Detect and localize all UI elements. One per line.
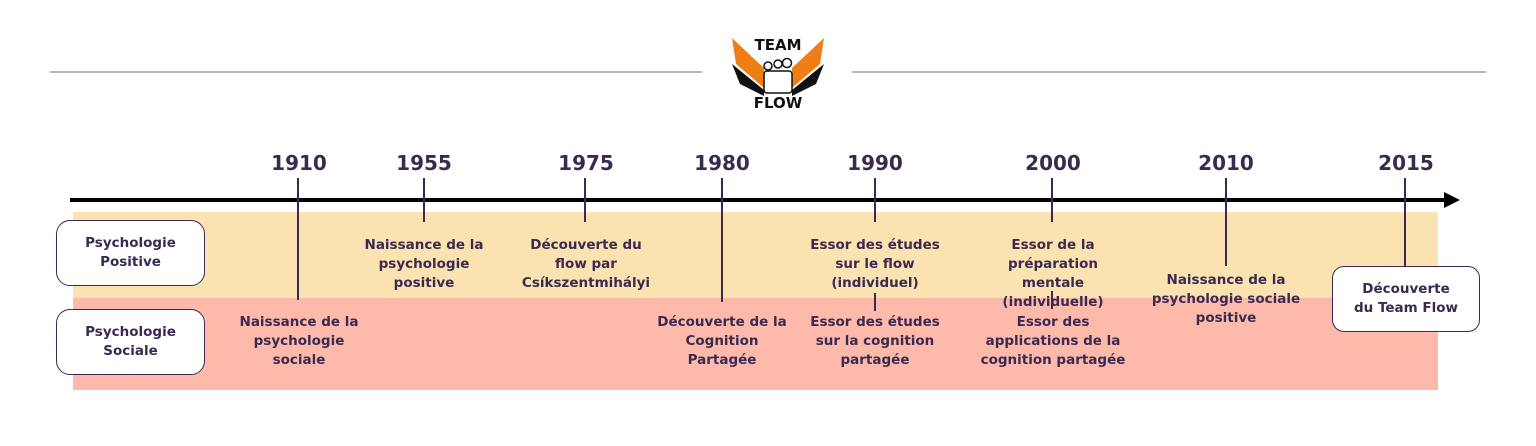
social-band — [73, 298, 1438, 390]
arrow-head-icon — [1444, 192, 1460, 208]
team-flow-logo: TEAM FLOW — [728, 34, 828, 112]
year-1980: 1980 — [694, 151, 750, 175]
event-2000-social-text: Essor des applications de la cognition p… — [980, 314, 1126, 368]
year-1975: 1975 — [558, 151, 614, 175]
event-2015-text: Découverte du Team Flow — [1353, 281, 1459, 316]
event-1980-text: Découverte de la Cognition Partagée — [657, 314, 787, 368]
category-label: Psychologie Sociale — [85, 324, 176, 359]
year-1955: 1955 — [396, 151, 452, 175]
tick-1975 — [584, 178, 586, 222]
tick-2000-connector — [1051, 291, 1053, 309]
tick-1980 — [721, 178, 723, 302]
tick-1990-connector — [874, 293, 876, 311]
header-line-right — [852, 71, 1486, 73]
year-1990: 1990 — [847, 151, 903, 175]
event-2015-box: Découverte du Team Flow — [1332, 266, 1480, 332]
year-2015: 2015 — [1378, 151, 1434, 175]
tick-1955 — [423, 178, 425, 222]
svg-text:TEAM: TEAM — [754, 36, 801, 54]
category-positive: Psychologie Positive — [56, 220, 205, 286]
event-1990-social-text: Essor des études sur la cognition partag… — [810, 314, 940, 368]
event-1990-positive-text: Essor des études sur le flow (individuel… — [810, 237, 940, 291]
event-1910-text: Naissance de la psychologie sociale — [239, 314, 359, 368]
category-social: Psychologie Sociale — [56, 309, 205, 375]
year-1910: 1910 — [271, 151, 327, 175]
year-2010: 2010 — [1198, 151, 1254, 175]
header-line-left — [50, 71, 702, 73]
event-2010-text: Naissance de la psychologie sociale posi… — [1151, 272, 1301, 326]
tick-1990 — [874, 178, 876, 222]
event-1955-text: Naissance de la psychologie positive — [364, 237, 484, 291]
timeline-axis — [70, 198, 1448, 202]
positive-band — [73, 212, 1438, 298]
category-label: Psychologie Positive — [85, 235, 176, 270]
tick-2000 — [1051, 178, 1053, 222]
event-1975-text: Découverte du flow par Csíkszentmihályi — [521, 237, 651, 291]
svg-text:FLOW: FLOW — [754, 94, 803, 112]
tick-2010 — [1225, 178, 1227, 266]
tick-1910 — [297, 178, 299, 300]
event-2000-positive-text: Essor de la préparation mentale (individ… — [1002, 237, 1104, 310]
tick-2015 — [1404, 178, 1406, 266]
year-2000: 2000 — [1025, 151, 1081, 175]
